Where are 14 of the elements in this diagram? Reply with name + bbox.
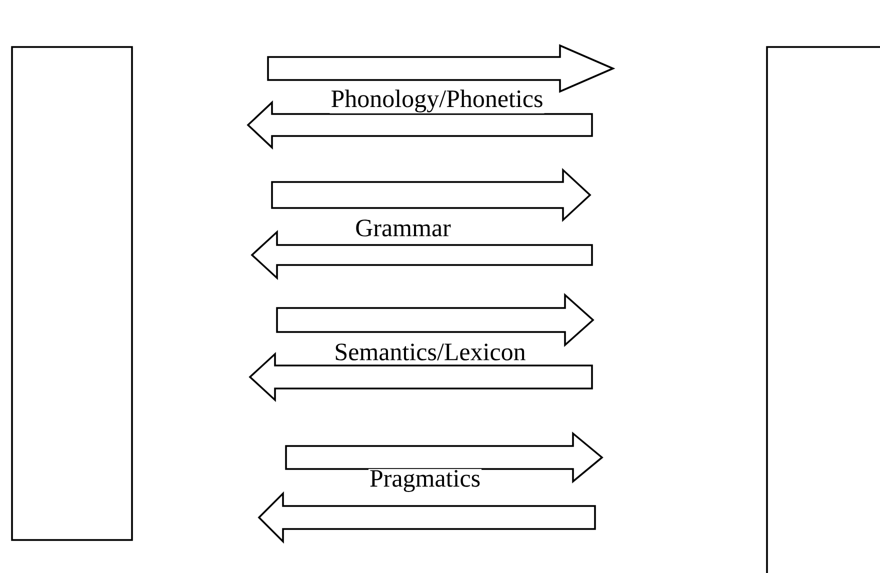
block-arrow (271, 168, 592, 222)
block-arrow (258, 491, 596, 544)
block-arrow (250, 230, 593, 280)
empty-box (11, 46, 133, 541)
edge-label: Phonology/Phonetics (330, 88, 544, 114)
block-arrow (248, 352, 593, 402)
edge-label: Pragmatics (368, 469, 482, 493)
edge-label: Semantics/Lexicon (333, 342, 527, 362)
edge-label: Grammar (354, 218, 452, 238)
empty-box (766, 46, 880, 573)
block-arrow (276, 292, 594, 348)
block-arrow (267, 44, 616, 93)
block-arrow (285, 432, 604, 484)
block-arrow (246, 100, 593, 150)
